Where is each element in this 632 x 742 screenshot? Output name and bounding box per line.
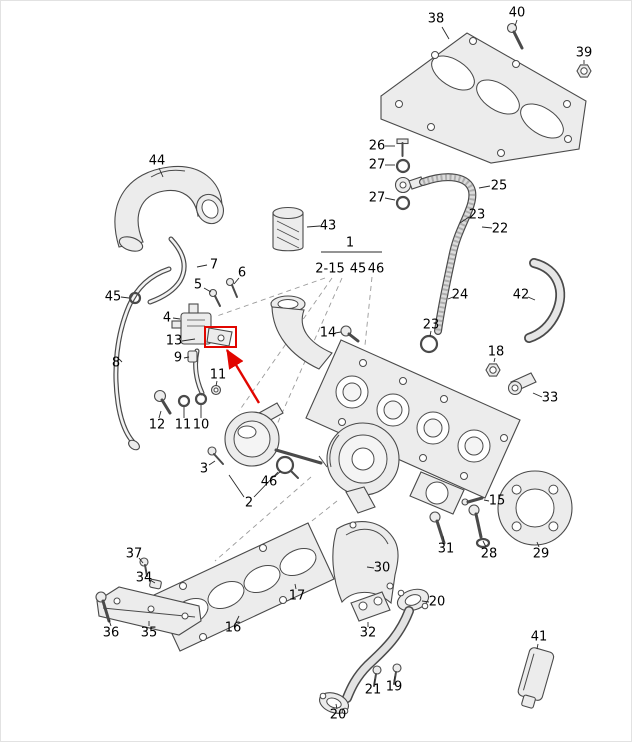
part-label-4[interactable]: 4 [162, 310, 172, 326]
part-label-27[interactable]: 27 [368, 190, 386, 206]
part-label-35[interactable]: 35 [140, 625, 158, 641]
part-label-1[interactable]: 1 [345, 235, 355, 251]
part-label-39[interactable]: 39 [575, 45, 593, 61]
sealant-tube-41-drawing [517, 647, 555, 709]
part-label-21[interactable]: 21 [364, 682, 382, 698]
part-label-46[interactable]: 46 [367, 261, 385, 277]
bolt-40-drawing [506, 22, 524, 50]
part-label-34[interactable]: 34 [135, 570, 153, 586]
boost-valve-4-drawing [171, 303, 233, 347]
part-label-36[interactable]: 36 [102, 625, 120, 641]
heat-shield-30-drawing [332, 521, 399, 605]
part-label-23[interactable]: 23 [422, 317, 440, 333]
part-label-16[interactable]: 16 [224, 620, 242, 636]
part-label-23[interactable]: 23 [468, 207, 486, 223]
nut-39-drawing [576, 64, 592, 78]
part-label-28[interactable]: 28 [480, 546, 498, 562]
part-label-13[interactable]: 13 [165, 333, 183, 349]
manifold-gasket-38-drawing [380, 32, 587, 164]
part-label-45[interactable]: 45 [349, 261, 367, 277]
part-label-5[interactable]: 5 [193, 277, 203, 293]
part-label-46[interactable]: 46 [260, 474, 278, 490]
part-label-11[interactable]: 11 [209, 367, 227, 383]
part-label-24[interactable]: 24 [451, 287, 469, 303]
part-label-30[interactable]: 30 [373, 560, 391, 576]
part-label-6[interactable]: 6 [237, 265, 247, 281]
part-label-33[interactable]: 33 [541, 390, 559, 406]
part-label-19[interactable]: 19 [385, 679, 403, 695]
part-label-2-15[interactable]: 2-15 [315, 261, 345, 277]
part-label-20[interactable]: 20 [428, 594, 446, 610]
part-label-14[interactable]: 14 [319, 325, 337, 341]
part-label-7[interactable]: 7 [209, 257, 219, 273]
part-label-38[interactable]: 38 [427, 11, 445, 27]
part-label-25[interactable]: 25 [490, 178, 508, 194]
highlight-box [204, 326, 237, 348]
part-label-22[interactable]: 22 [491, 221, 509, 237]
small-fasteners-left-drawing [153, 277, 360, 415]
part-label-2[interactable]: 2 [244, 495, 254, 511]
actuator-2-drawing [207, 402, 328, 479]
turbocharger-drawing [270, 295, 521, 515]
part-label-8[interactable]: 8 [111, 355, 121, 371]
target-annotation [204, 326, 261, 404]
oil-return-pipe-drawing [318, 588, 430, 715]
part-label-26[interactable]: 26 [368, 138, 386, 154]
flange-gasket-29-drawing [497, 470, 573, 546]
part-label-37[interactable]: 37 [125, 546, 143, 562]
part-label-29[interactable]: 29 [532, 546, 550, 562]
part-label-11[interactable]: 11 [174, 417, 192, 433]
part-label-20[interactable]: 20 [329, 707, 347, 723]
part-label-18[interactable]: 18 [487, 344, 505, 360]
part-label-41[interactable]: 41 [530, 629, 548, 645]
vacuum-hoses-drawing [113, 236, 205, 451]
leader-lines [108, 19, 585, 710]
part-label-3[interactable]: 3 [199, 461, 209, 477]
part-label-9[interactable]: 9 [173, 350, 183, 366]
plug-sleeve-43-drawing [272, 206, 304, 252]
part-label-31[interactable]: 31 [437, 541, 455, 557]
coolant-hose-42-drawing [524, 258, 566, 343]
part-label-27[interactable]: 27 [368, 157, 386, 173]
part-label-40[interactable]: 40 [508, 5, 526, 21]
part-label-17[interactable]: 17 [288, 588, 306, 604]
air-hose-44-drawing [114, 165, 225, 252]
part-label-12[interactable]: 12 [148, 417, 166, 433]
part-label-45[interactable]: 45 [104, 289, 122, 305]
part-label-42[interactable]: 42 [512, 287, 530, 303]
part-label-43[interactable]: 43 [319, 218, 337, 234]
part-label-15[interactable]: 15 [488, 493, 506, 509]
part-label-10[interactable]: 10 [192, 417, 210, 433]
part-label-32[interactable]: 32 [359, 625, 377, 641]
oil-supply-line-drawing [394, 138, 477, 354]
part-label-44[interactable]: 44 [148, 153, 166, 169]
highlight-arrow [225, 348, 261, 404]
fasteners-right-drawing [429, 363, 537, 549]
heat-shield-35-drawing [95, 557, 202, 636]
